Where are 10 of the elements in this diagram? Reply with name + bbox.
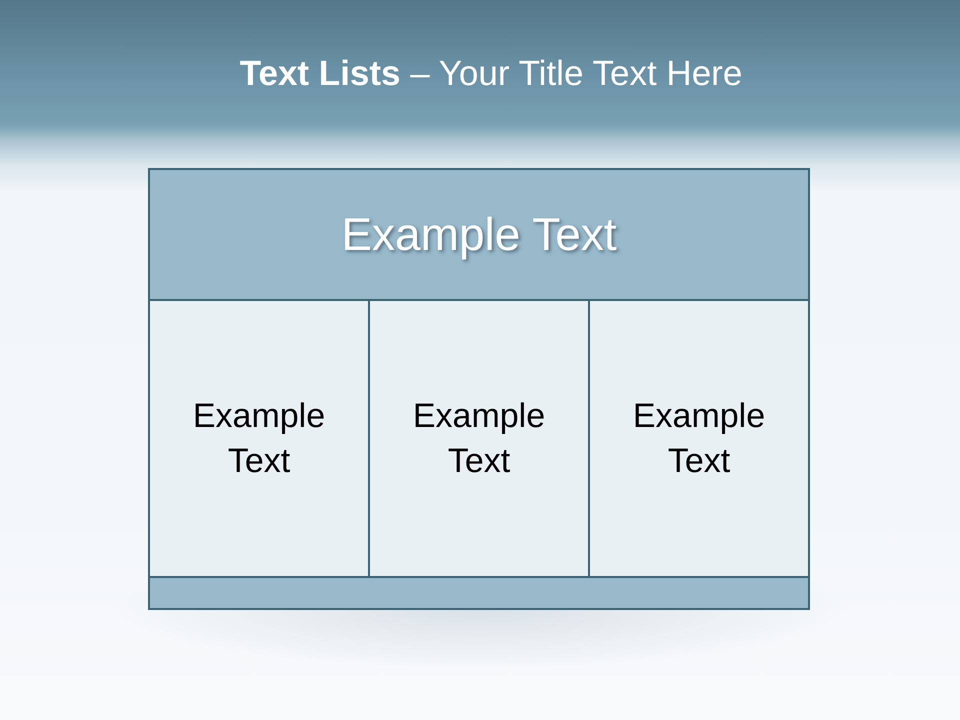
slide-title: Text Lists – Your Title Text Here xyxy=(240,54,742,93)
footer-bar xyxy=(148,576,810,610)
text-panel xyxy=(148,299,370,578)
panel-text: Example Text xyxy=(632,396,766,482)
panel-text: Example Text xyxy=(412,396,546,482)
panel-text: Example Text xyxy=(192,396,326,482)
text-panel xyxy=(368,299,590,578)
text-panel xyxy=(588,299,810,578)
header-panel xyxy=(148,168,810,301)
heading-text: Example Text xyxy=(341,206,617,262)
